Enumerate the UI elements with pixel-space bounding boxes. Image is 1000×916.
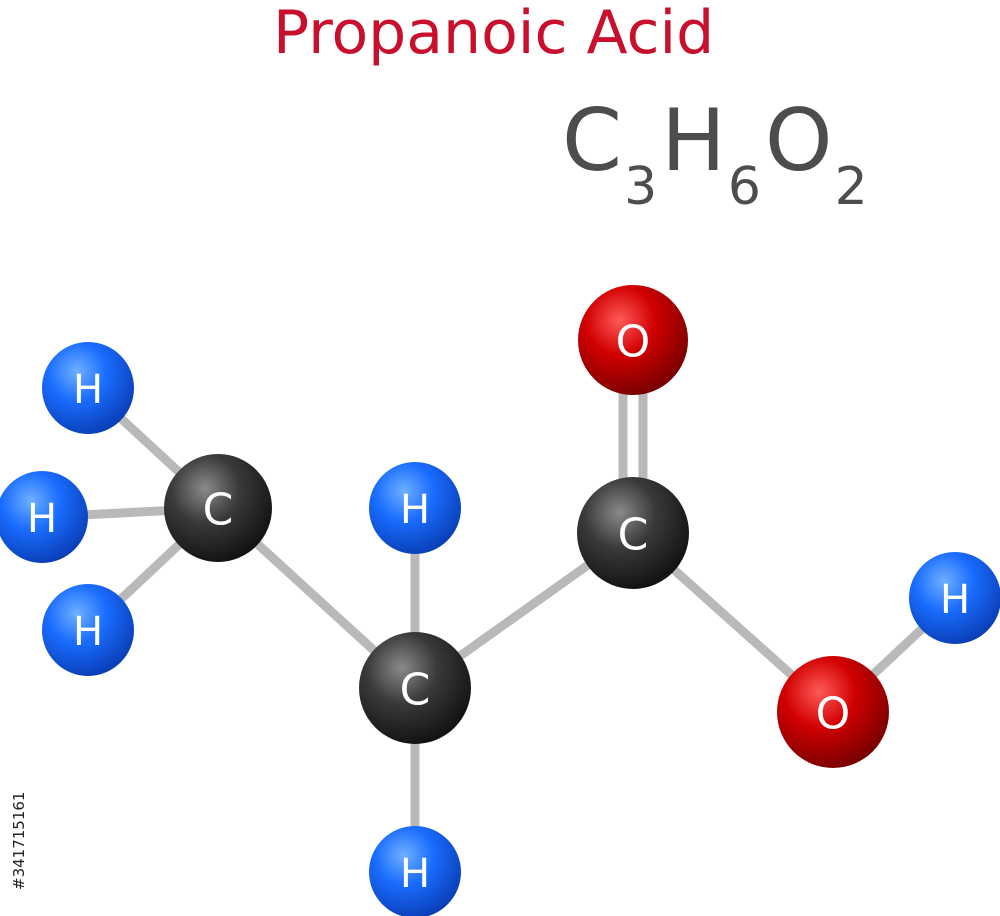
molecular-formula: C3H6O2 bbox=[562, 86, 872, 242]
atom-label-h6: H bbox=[940, 577, 970, 623]
atom-c2: C bbox=[359, 632, 471, 744]
stock-id-watermark: #341715161 bbox=[10, 690, 28, 890]
atom-h6: H bbox=[909, 552, 1000, 644]
atom-sphere-c2 bbox=[359, 632, 471, 744]
atom-c1: C bbox=[164, 454, 272, 562]
molecule-title: Propanoic Acid bbox=[273, 0, 715, 68]
atom-layer: H H H C H C H C O O H bbox=[0, 285, 1000, 916]
atom-sphere-h4 bbox=[369, 462, 461, 554]
atom-sphere-h1 bbox=[42, 342, 134, 434]
formula-element-c: C bbox=[562, 91, 625, 191]
atom-sphere-c1 bbox=[164, 454, 272, 562]
atom-o1: O bbox=[578, 285, 688, 395]
atom-label-h1: H bbox=[73, 367, 103, 413]
atom-sphere-o1 bbox=[578, 285, 688, 395]
atom-c3: C bbox=[577, 477, 689, 589]
atom-h4: H bbox=[369, 462, 461, 554]
atom-sphere-h2 bbox=[0, 471, 88, 563]
atom-label-h5: H bbox=[400, 851, 430, 897]
atom-h1: H bbox=[42, 342, 134, 434]
atom-o2: O bbox=[777, 656, 889, 768]
formula-element-o: O bbox=[764, 91, 835, 191]
formula-count-c: 3 bbox=[624, 157, 658, 217]
atom-sphere-o2 bbox=[777, 656, 889, 768]
bond-layer bbox=[37, 335, 960, 877]
formula-count-h: 6 bbox=[727, 157, 761, 217]
atom-label-o2: O bbox=[816, 689, 851, 740]
atom-sphere-c3 bbox=[577, 477, 689, 589]
atom-label-h4: H bbox=[400, 487, 430, 533]
atom-h5: H bbox=[369, 826, 461, 916]
atom-sphere-h5 bbox=[369, 826, 461, 916]
formula-count-o: 2 bbox=[834, 157, 868, 217]
atom-sphere-h6 bbox=[909, 552, 1000, 644]
atom-h2: H bbox=[0, 471, 88, 563]
formula-element-h: H bbox=[661, 91, 728, 191]
atom-label-o1: O bbox=[616, 317, 651, 368]
atom-h3: H bbox=[42, 584, 134, 676]
atom-label-c1: C bbox=[203, 485, 234, 536]
atom-label-c2: C bbox=[400, 665, 431, 716]
atom-label-h2: H bbox=[27, 496, 57, 542]
atom-label-c3: C bbox=[618, 510, 649, 561]
atom-sphere-h3 bbox=[42, 584, 134, 676]
atom-label-h3: H bbox=[73, 609, 103, 655]
stock-id-text: #341715161 bbox=[10, 791, 28, 890]
